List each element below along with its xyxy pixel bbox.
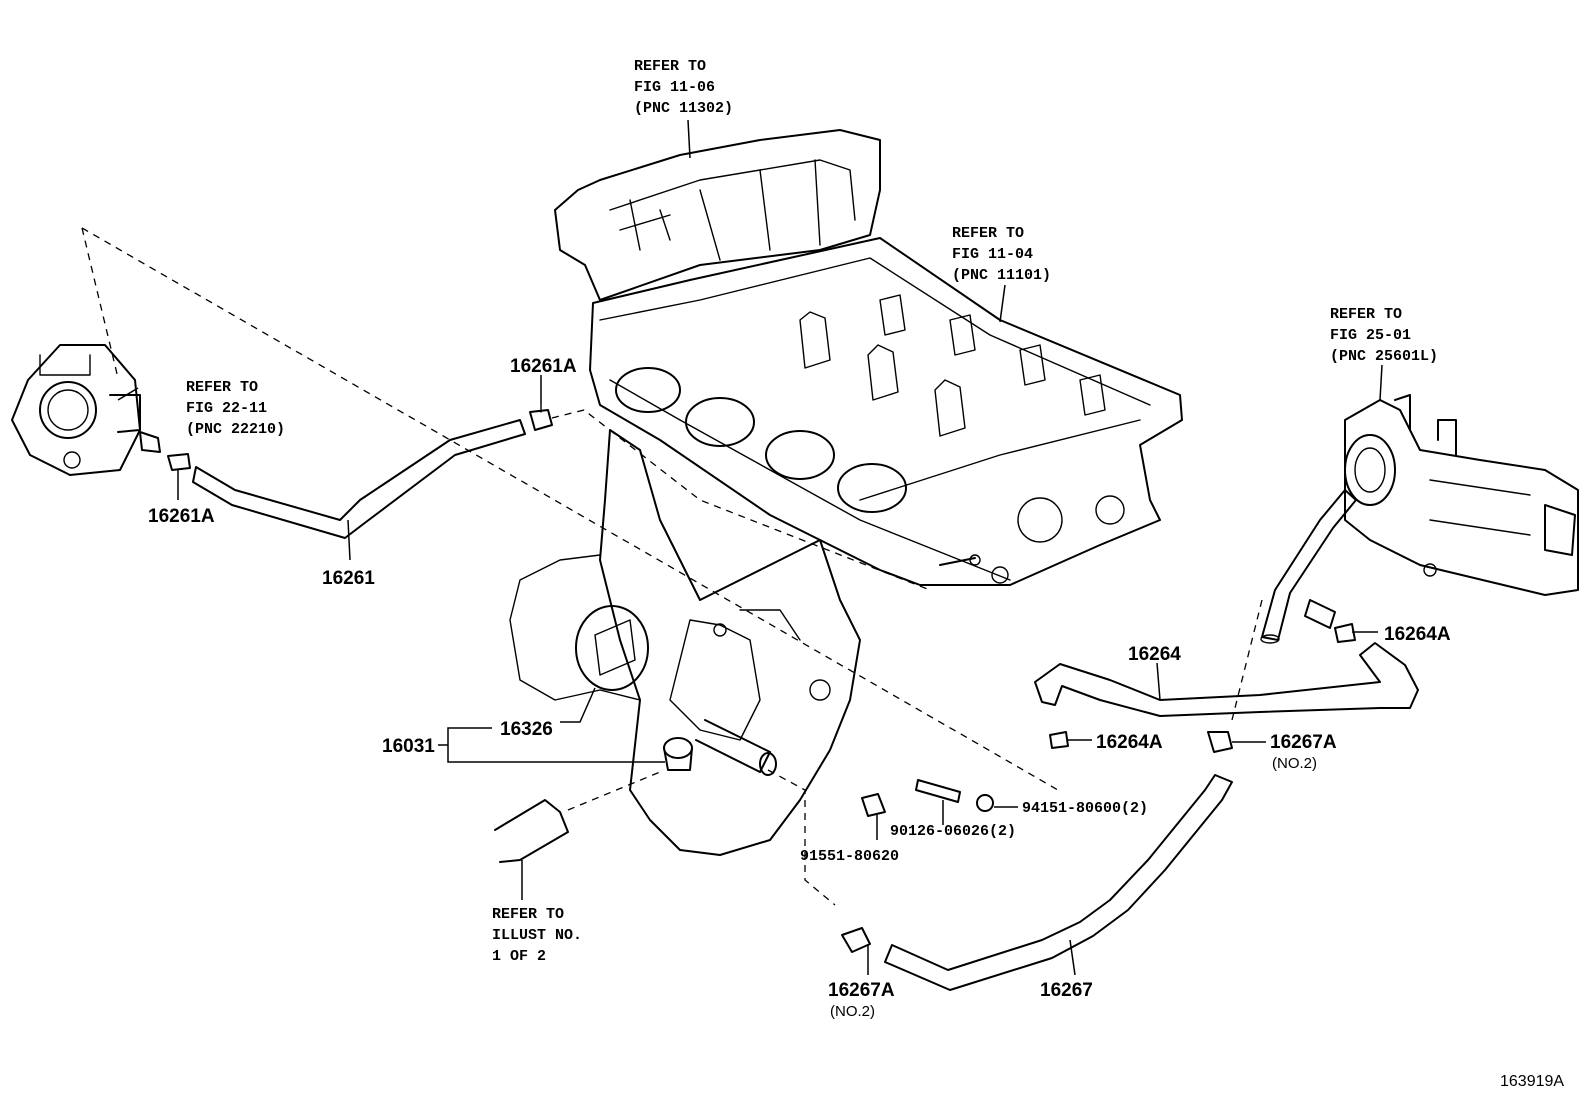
reference-note-illust: REFER TO ILLUST NO. 1 OF 2 — [492, 906, 582, 965]
refer-pnc: (PNC 11302) — [634, 100, 733, 117]
callout-16031[interactable]: 16031 — [382, 736, 435, 757]
reference-note-throttle-body: REFER TO FIG 22-11 (PNC 22210) — [186, 379, 285, 438]
refer-pnc: (PNC 22210) — [186, 421, 285, 438]
callout-91551-80620[interactable]: 91551-80620 — [800, 848, 899, 865]
callout-16261A-left[interactable]: 16261A — [148, 506, 215, 527]
refer-fig: FIG 22-11 — [186, 400, 267, 417]
callout-16267[interactable]: 16267 — [1040, 980, 1093, 1001]
callout-16264A-mid[interactable]: 16264A — [1096, 732, 1163, 753]
refer-line: REFER TO — [492, 906, 564, 923]
cylinder-block-illustration — [554, 129, 881, 301]
reference-note-egr-valve: REFER TO FIG 25-01 (PNC 25601L) — [1330, 306, 1438, 365]
callout-16261[interactable]: 16261 — [322, 568, 375, 589]
callout-16264[interactable]: 16264 — [1128, 644, 1181, 665]
callout-16267A-bottom[interactable]: 16267A — [828, 980, 895, 1001]
refer-pnc: (PNC 11101) — [952, 267, 1051, 284]
note-no2-right: (NO.2) — [1272, 755, 1317, 772]
reference-note-cylinder-head: REFER TO FIG 11-04 (PNC 11101) — [952, 225, 1051, 284]
timing-cover-illustration — [509, 429, 861, 856]
refer-fig: FIG 25-01 — [1330, 327, 1411, 344]
hoses — [192, 419, 1419, 991]
egr-valve-illustration — [1344, 394, 1579, 596]
note-no2-bottom: (NO.2) — [830, 1003, 875, 1020]
reference-note-cylinder-block: REFER TO FIG 11-06 (PNC 11302) — [634, 58, 733, 117]
callout-16267A-right[interactable]: 16267A — [1270, 732, 1337, 753]
figure-id: 163919A — [1500, 1073, 1564, 1090]
refer-illust: ILLUST NO. — [492, 927, 582, 944]
refer-sheet: 1 OF 2 — [492, 948, 546, 965]
callout-16264A-right[interactable]: 16264A — [1384, 624, 1451, 645]
refer-fig: FIG 11-06 — [634, 79, 715, 96]
refer-line: REFER TO — [634, 58, 706, 75]
callout-94151-80600[interactable]: 94151-80600(2) — [1022, 800, 1148, 817]
callout-16261A-top[interactable]: 16261A — [510, 356, 577, 377]
cylinder-head-illustration — [589, 237, 1183, 586]
refer-line: REFER TO — [186, 379, 258, 396]
refer-line: REFER TO — [952, 225, 1024, 242]
callout-90126-06026[interactable]: 90126-06026(2) — [890, 823, 1016, 840]
refer-pnc: (PNC 25601L) — [1330, 348, 1438, 365]
part-callouts: 16261A 16261A 16261 16264 16264A 16264A … — [148, 356, 1451, 1020]
callout-16326[interactable]: 16326 — [500, 719, 553, 740]
clamps-and-fasteners — [167, 403, 1356, 953]
refer-fig: FIG 11-04 — [952, 246, 1033, 263]
throttle-body-illustration — [11, 344, 161, 476]
leader-lines — [117, 119, 1383, 976]
refer-line: REFER TO — [1330, 306, 1402, 323]
